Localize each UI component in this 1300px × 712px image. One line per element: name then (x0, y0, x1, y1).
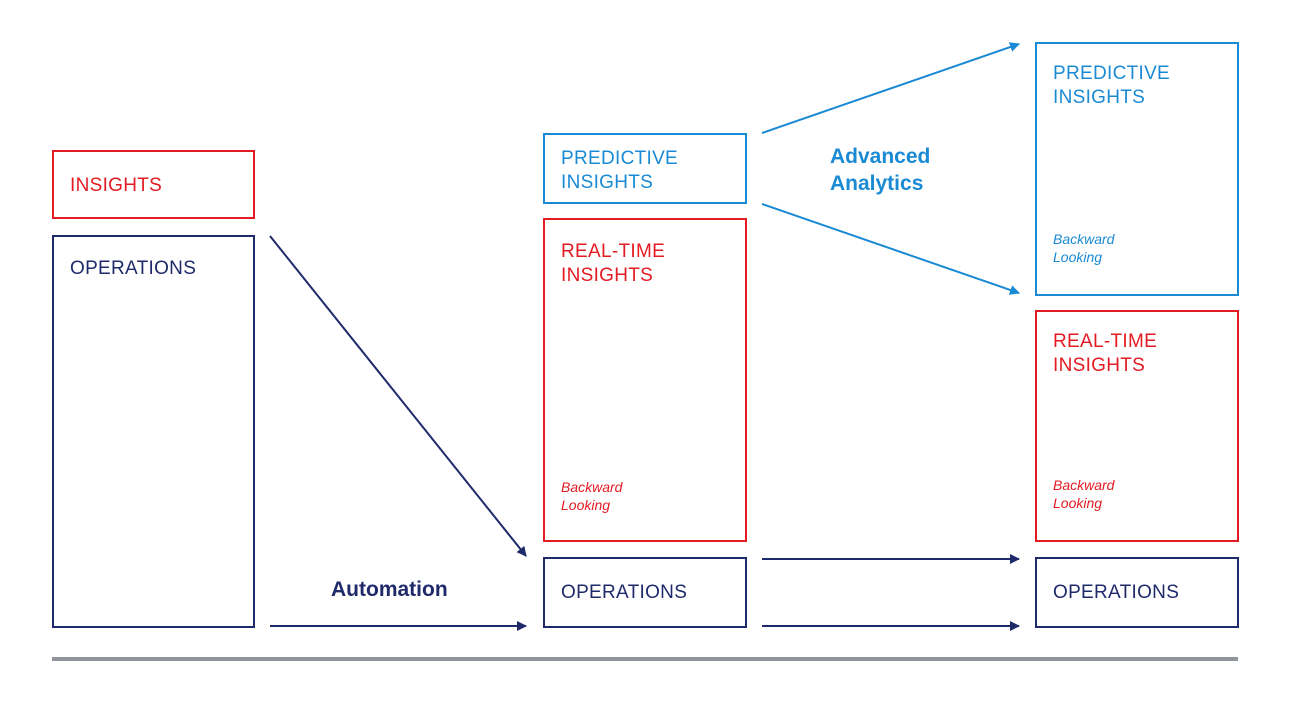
stage2-operations-box: OPERATIONS (543, 557, 747, 628)
stage2-operations-title: OPERATIONS (561, 582, 688, 603)
stage1-operations-title: OPERATIONS (70, 258, 197, 279)
arrow-operations-to-insights (269, 235, 527, 557)
stage3-realtime-title: REAL-TIME INSIGHTS (1053, 331, 1158, 376)
stage1-operations-box: OPERATIONS (52, 235, 255, 628)
stage3-predictive-title: PREDICTIVE INSIGHTS (1053, 63, 1171, 108)
stage3-predictive-note: Backward Looking (1053, 231, 1115, 265)
stage3-realtime-box: REAL-TIME INSIGHTS Backward Looking (1035, 310, 1239, 542)
stage3-operations-title: OPERATIONS (1053, 582, 1180, 603)
stage2-realtime-note: Backward Looking (561, 479, 623, 513)
advanced-analytics-label: Advanced Analytics (830, 145, 931, 195)
stage2-realtime-title: REAL-TIME INSIGHTS (561, 241, 666, 286)
stage3-operations-box: OPERATIONS (1035, 557, 1239, 628)
stage2-predictive-box: PREDICTIVE INSIGHTS (543, 133, 747, 204)
stage2-realtime-box: REAL-TIME INSIGHTS Backward Looking (543, 218, 747, 542)
stage1-insights-title: INSIGHTS (70, 175, 163, 196)
stage2-predictive-title: PREDICTIVE INSIGHTS (561, 148, 679, 193)
arrow-analytics-down (761, 203, 1020, 295)
stage3-realtime-note: Backward Looking (1053, 477, 1115, 511)
automation-label: Automation (331, 578, 448, 601)
arrow-analytics-up (761, 42, 1020, 134)
stage1-insights-box: INSIGHTS (52, 150, 255, 219)
stage3-predictive-box: PREDICTIVE INSIGHTS Backward Looking (1035, 42, 1239, 296)
